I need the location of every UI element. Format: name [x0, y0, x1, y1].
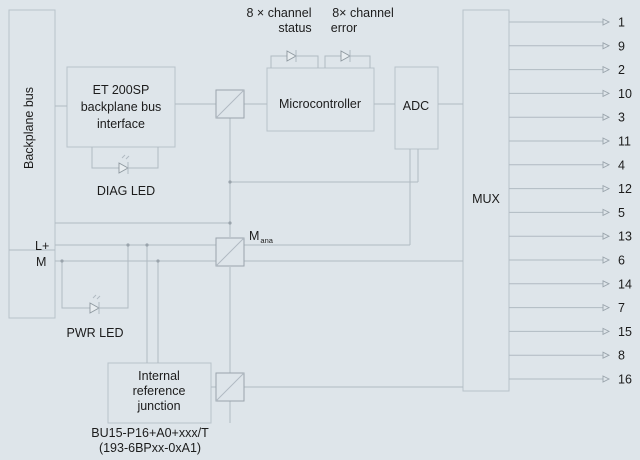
- irj-label-line2: reference: [133, 384, 186, 398]
- et200sp-label-line2: backplane bus: [81, 100, 162, 114]
- terminal-number: 10: [618, 87, 632, 101]
- terminal-number: 9: [618, 39, 625, 53]
- m-label: M: [36, 255, 46, 269]
- terminal-pin-icon: [602, 161, 611, 169]
- et200sp-label-line3: interface: [97, 117, 145, 131]
- terminal-number: 13: [618, 230, 632, 244]
- channel-status-label-line2: status: [278, 21, 311, 35]
- terminal-number: 11: [618, 135, 631, 149]
- terminal-number: 4: [618, 158, 625, 172]
- terminal-pin-icon: [602, 18, 611, 26]
- channel-error-label-line1: 8× channel: [332, 6, 394, 20]
- pwr-led-label: PWR LED: [67, 326, 124, 340]
- terminal-number: 1: [618, 16, 625, 30]
- junction-dots: [60, 180, 232, 263]
- terminal-number: 12: [618, 182, 632, 196]
- terminal-pin-icon: [602, 303, 611, 312]
- backplane-bus-label: Backplane bus: [22, 87, 36, 169]
- terminal-number: 16: [618, 373, 632, 387]
- channel-error-label-line2: error: [331, 21, 357, 35]
- terminal-number: 2: [618, 63, 625, 77]
- channel-status-led-icon: [286, 50, 297, 62]
- terminal-number: 8: [618, 349, 625, 363]
- terminal-number: 7: [618, 301, 625, 315]
- channel-error-led-icon: [340, 50, 351, 62]
- microcontroller-block: [266, 67, 375, 132]
- terminal-number: 15: [618, 325, 632, 339]
- m-ana-label: Mana: [249, 229, 274, 245]
- terminal-pin-icon: [602, 208, 611, 217]
- terminal-pin-icon: [602, 65, 611, 74]
- terminal-pin-icon: [602, 89, 611, 98]
- channel-status-label-line1: 8 × channel: [247, 6, 312, 20]
- terminal-pin-icon: [602, 280, 611, 288]
- terminal-number: 6: [618, 254, 625, 268]
- base-unit-label-line1: BU15-P16+A0+xxx/T: [91, 426, 209, 440]
- terminal-pin-icon: [602, 113, 611, 121]
- terminal-number: 3: [618, 111, 625, 125]
- et200sp-interface-block: [66, 66, 176, 148]
- mux-block: [462, 9, 510, 392]
- isolation-converter-bottom: [215, 372, 245, 402]
- terminal-pin-icon: [602, 327, 611, 336]
- terminal-number: 14: [618, 277, 632, 291]
- l-plus-label: L+: [35, 239, 49, 253]
- isolation-converter-top: [215, 89, 245, 119]
- isolation-converter-mid: [215, 237, 245, 267]
- terminal-number: 5: [618, 206, 625, 220]
- diag-led-label: DIAG LED: [97, 184, 155, 198]
- base-unit-label-line2: (193-6BPxx-0xA1): [99, 441, 201, 455]
- pwr-led-icon: [89, 294, 101, 314]
- reference-junction-block: [107, 362, 212, 424]
- et200sp-label-line1: ET 200SP: [93, 83, 150, 97]
- terminal-pin-icon: [602, 232, 611, 240]
- terminal-pin-icon: [602, 256, 611, 264]
- terminal-group: 1 9 2 10 3 11 4 12 5 13 6 14 7 15 8 16: [509, 16, 632, 387]
- adc-block: [394, 66, 439, 150]
- microcontroller-label: Microcontroller: [279, 97, 361, 111]
- irj-label-line1: Internal: [138, 369, 180, 383]
- adc-label: ADC: [403, 99, 429, 113]
- terminal-pin-icon: [602, 137, 611, 145]
- terminal-pin-icon: [602, 42, 611, 50]
- irj-label-line3: junction: [136, 399, 180, 413]
- terminal-pin-icon: [602, 184, 611, 193]
- backplane-bus-block: [8, 9, 56, 319]
- terminal-pin-icon: [602, 351, 611, 359]
- terminal-pin-icon: [602, 375, 611, 383]
- mux-label: MUX: [472, 192, 500, 206]
- diag-led-icon: [118, 154, 130, 174]
